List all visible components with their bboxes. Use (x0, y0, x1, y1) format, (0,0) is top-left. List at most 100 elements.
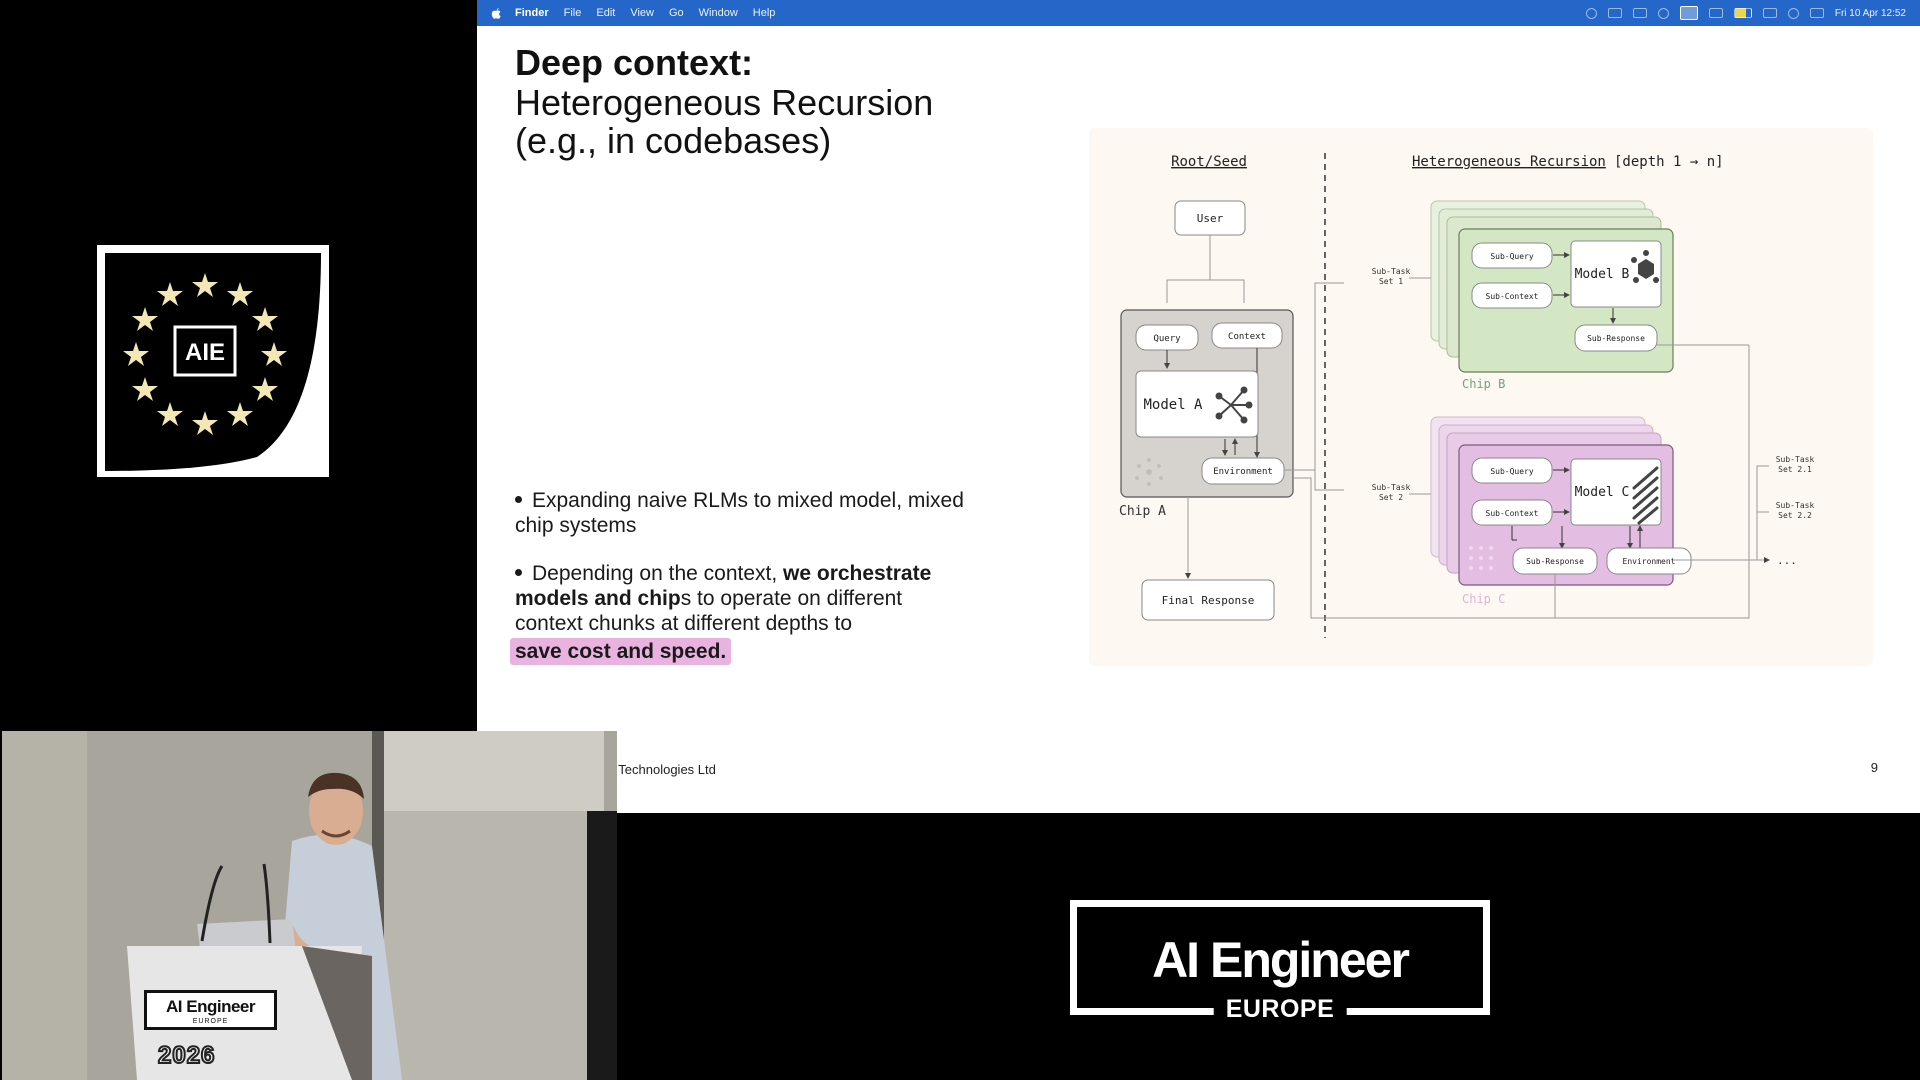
chip-c-label: Chip C (1462, 592, 1505, 606)
sub-context-b-label: Sub-Context (1486, 292, 1539, 301)
slide-title-line2: Heterogeneous Recursion (515, 82, 934, 123)
menubar-clock[interactable]: Fri 10 Apr 12:52 (1834, 7, 1906, 19)
bullet-dot (515, 569, 522, 577)
subtask-set1-label-l1: Sub-Task (1372, 267, 1411, 276)
cloud-icon[interactable] (1607, 8, 1622, 18)
sub-response-b-label: Sub-Response (1587, 334, 1645, 343)
sub-context-c-box (1471, 499, 1553, 526)
subtask-22-label-l2: Set 2.2 (1778, 511, 1812, 520)
chip-a-watermark-icon (1135, 458, 1163, 486)
volume-icon[interactable] (1657, 7, 1669, 19)
user-label: User (1197, 212, 1224, 225)
return-connector (1294, 345, 1750, 619)
highlighted-text: save cost and speed. (510, 638, 732, 665)
model-a-network-icon (1215, 386, 1253, 424)
subtask-22-label-l1: Sub-Task (1776, 501, 1815, 510)
podium-sign: AI Engineer EUROPE (144, 990, 277, 1030)
event-title: AI Engineer (1152, 932, 1410, 988)
sub-response-c-label: Sub-Response (1526, 557, 1584, 566)
bullet-item: Depending on the context, we orchestrate… (510, 561, 975, 665)
display-icon[interactable] (1708, 8, 1723, 18)
status-icon[interactable] (1585, 7, 1597, 19)
final-response-label: Final Response (1162, 594, 1255, 607)
sub-query-c-box (1471, 457, 1553, 484)
architecture-diagram: Root/Seed Heterogeneous Recursion [depth… (1089, 128, 1873, 666)
context-label: Context (1228, 332, 1266, 342)
slide-title-line3: (e.g., in codebases) (515, 120, 832, 161)
bullet-text-mid: s to operate on different context chunks… (515, 587, 903, 635)
chip-a-label: Chip A (1119, 504, 1166, 519)
stars-ring (123, 273, 287, 435)
recursion-connector (1285, 282, 1344, 491)
chip-c-watermark-icon (1469, 546, 1493, 570)
bullet-item: Expanding naive RLMs to mixed model, mix… (515, 488, 975, 538)
context-box (1211, 322, 1283, 349)
model-a-box (1135, 370, 1259, 438)
model-b-box (1570, 240, 1662, 308)
model-c-label: Model C (1575, 485, 1630, 500)
bullet-text: Expanding naive RLMs to mixed model, mix… (515, 489, 964, 537)
speaker-scene (2, 731, 617, 1080)
sub-query-b-label: Sub-Query (1490, 252, 1534, 261)
ellipsis-label: ... (1777, 554, 1797, 567)
subtask-21-label-l2: Set 2.1 (1778, 465, 1812, 474)
model-c-box (1570, 458, 1662, 526)
menu-window[interactable]: Window (698, 7, 738, 19)
apple-icon[interactable] (489, 6, 503, 20)
sub-context-c-label: Sub-Context (1486, 509, 1539, 518)
environment-label: Environment (1213, 467, 1273, 477)
root-seed-title: Root/Seed (1171, 154, 1247, 170)
subtask-21-label-l1: Sub-Task (1776, 455, 1815, 464)
subtask-set1-label-l2: Set 1 (1379, 277, 1403, 286)
bullet-text-bold: we orchestrate models and chip (515, 562, 932, 610)
sub-response-b-box (1574, 324, 1658, 352)
podium-year: 2026 (157, 1041, 216, 1070)
menu-edit[interactable]: Edit (596, 7, 616, 19)
screen-mirroring-icon[interactable] (1679, 6, 1698, 20)
menu-view[interactable]: View (630, 7, 654, 19)
subtask-2x-connector (1673, 465, 1769, 561)
presentation-slide: Finder File Edit View Go Window Help Fri… (477, 0, 1920, 813)
search-icon[interactable] (1787, 7, 1799, 19)
sub-query-b-box (1471, 242, 1553, 269)
recursion-title: Heterogeneous Recursion (1412, 154, 1606, 170)
event-subtitle: EUROPE (1213, 995, 1347, 1024)
query-label: Query (1153, 334, 1181, 344)
aie-logo-text: AIE (185, 339, 225, 366)
model-c-weave-icon (1632, 466, 1659, 525)
battery-icon[interactable] (1733, 8, 1752, 18)
eu-stars-logo-icon: AIE (105, 253, 321, 471)
menu-help[interactable]: Help (752, 7, 776, 19)
bullet-dot (515, 496, 522, 504)
bullet-text-pre: Depending on the context, (532, 562, 784, 585)
environment-box (1201, 457, 1285, 485)
sub-query-c-label: Sub-Query (1490, 467, 1534, 476)
sub-context-b-box (1471, 282, 1553, 309)
page-number: 9 (1870, 760, 1878, 775)
podium-sign-subtitle: EUROPE (192, 1018, 229, 1025)
user-connectors (1166, 235, 1245, 303)
subtask-set2-label-l1: Sub-Task (1372, 483, 1411, 492)
menu-finder[interactable]: Finder (515, 7, 549, 19)
model-b-hexagon-icon (1631, 250, 1659, 283)
menu-go[interactable]: Go (668, 7, 684, 19)
aie-logo: AIE (97, 245, 329, 477)
speaker-video (2, 731, 617, 1080)
ai-engineer-europe-logo: AI Engineer EUROPE (1070, 900, 1490, 1024)
final-response-box (1141, 579, 1275, 621)
menu-file[interactable]: File (563, 7, 582, 19)
slide-title-bold: Deep context: (515, 42, 754, 83)
grid-icon[interactable] (1632, 8, 1647, 18)
recursion-depth: [depth 1 → n] (1614, 154, 1724, 170)
environment-c-label: Environment (1623, 557, 1676, 566)
model-a-label: Model A (1143, 397, 1203, 413)
model-b-label: Model B (1575, 267, 1630, 282)
chip-b-label: Chip B (1462, 377, 1505, 391)
menubar-tray: Fri 10 Apr 12:52 (1585, 0, 1906, 26)
bullet-list: Expanding naive RLMs to mixed model, mix… (510, 488, 975, 688)
podium-sign-title: AI Engineer (166, 997, 255, 1016)
mac-menubar: Finder File Edit View Go Window Help Fri… (477, 0, 1920, 26)
control-center-icon[interactable] (1809, 8, 1824, 18)
wifi-icon[interactable] (1762, 8, 1777, 18)
environment-c-box (1606, 547, 1692, 575)
